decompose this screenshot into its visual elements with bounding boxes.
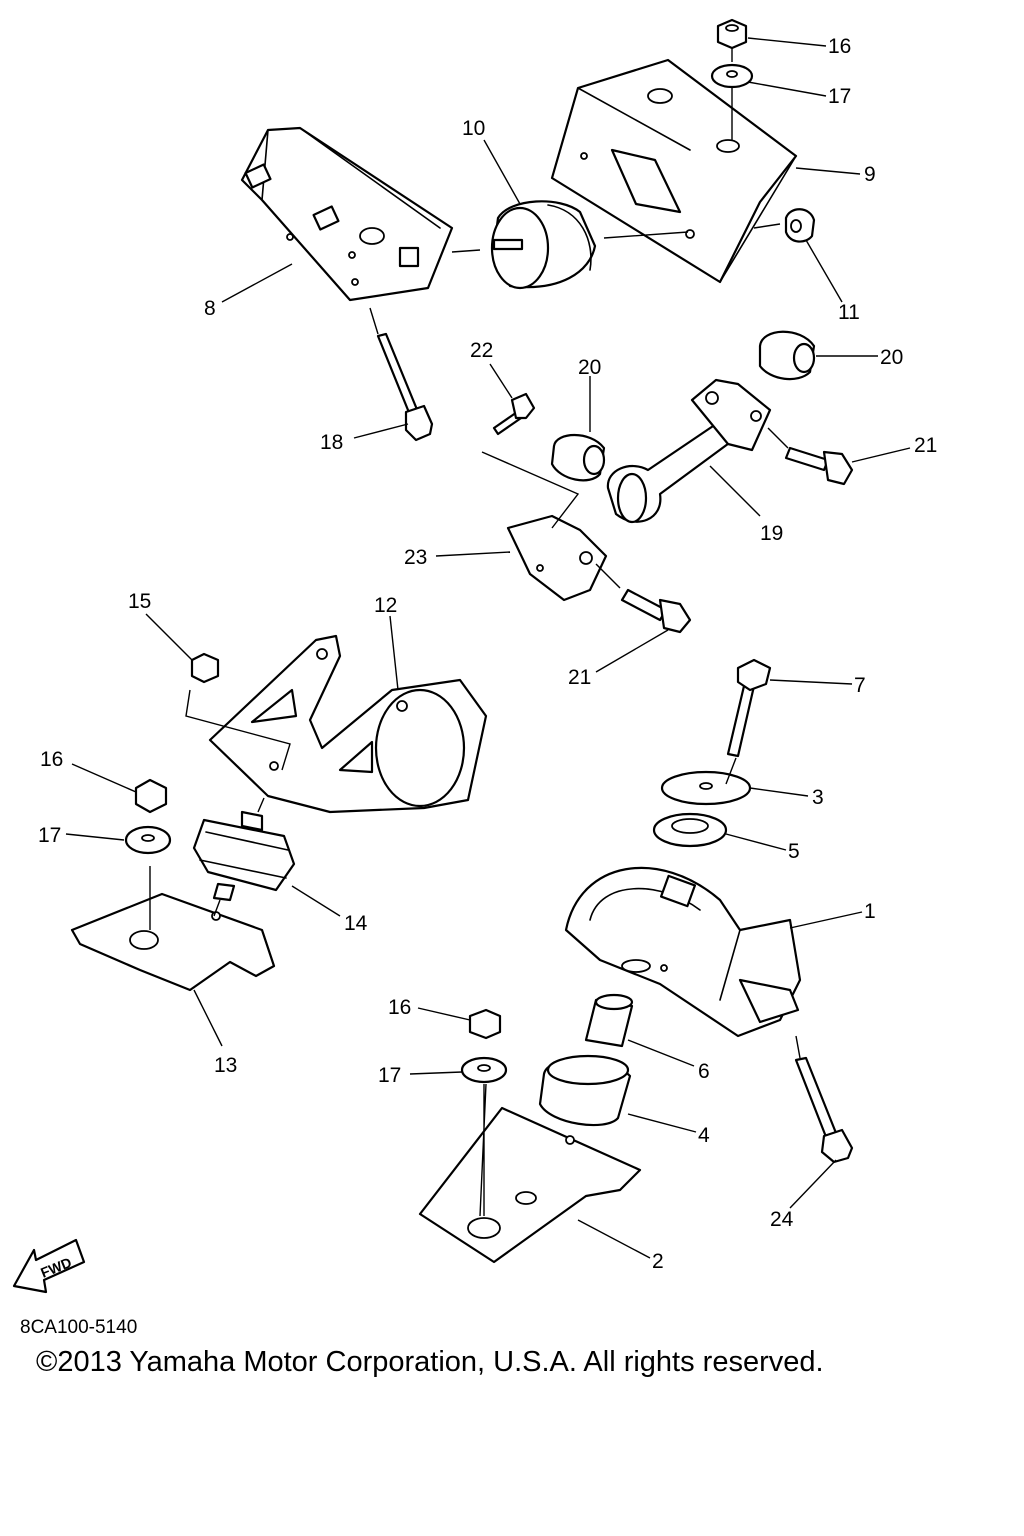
callout-12: 12 [374,594,397,617]
part-15-nut [190,652,220,684]
callout-labels: 16 17 9 10 11 8 18 22 20 20 21 19 23 21 … [38,35,937,1273]
part-12-plate [208,634,488,814]
part-22-bolt [492,392,536,436]
part-16-nut-left [134,778,168,814]
callout-10: 10 [462,117,485,140]
callout-2: 2 [652,1250,664,1273]
diagram-code: 8CA100-5140 [20,1317,138,1338]
part-5-washer [652,812,728,848]
part-7-bolt [726,658,772,758]
part-4-rubber [538,1054,632,1127]
callout-leaders [65,37,911,1259]
callout-20-left: 20 [578,356,601,379]
callout-19: 19 [760,522,783,545]
callout-15: 15 [128,590,151,613]
callout-6: 6 [698,1060,710,1083]
callout-18: 18 [320,431,343,454]
part-21-bolt-lower [620,588,692,634]
part-13-bracket [70,892,276,992]
assembly-lines [149,48,801,1217]
part-2-bracket [418,1106,642,1264]
callout-17-left: 17 [38,824,61,847]
fwd-arrow-icon: FWD [12,1238,86,1294]
copyright-notice: ©2013 Yamaha Motor Corporation, U.S.A. A… [36,1346,824,1378]
callout-16-left: 16 [40,748,63,771]
part-24-bolt [794,1056,854,1164]
callout-23: 23 [404,546,427,569]
part-11-nut [784,208,816,243]
part-21-bolt-upper [784,446,854,486]
callout-17: 17 [828,85,851,108]
part-20-bushing-left [550,434,606,482]
part-16-nut-lower [468,1008,502,1040]
part-20-bushing-right [758,330,816,381]
part-18-bolt [376,332,434,442]
part-10-rubber-mount [490,200,597,290]
part-17-washer-lower [460,1056,508,1084]
callout-4: 4 [698,1124,710,1147]
callout-24: 24 [770,1208,794,1231]
callout-14: 14 [344,912,368,935]
callout-3: 3 [812,786,824,809]
part-23-bracket [506,514,608,602]
callout-5: 5 [788,840,800,863]
part-8-bracket [240,126,454,302]
callout-21-lower: 21 [568,666,591,689]
callout-9: 9 [864,163,876,186]
part-6-collar [584,993,634,1048]
part-16-nut-top [716,18,748,50]
callout-16: 16 [828,35,851,58]
callout-11: 11 [838,301,860,324]
part-17-washer-top [710,63,754,89]
part-3-washer [660,770,752,806]
callout-16-lower: 16 [388,996,411,1019]
callout-13: 13 [214,1054,237,1077]
callout-17-lower: 17 [378,1064,401,1087]
callout-20-right: 20 [880,346,903,369]
callout-22: 22 [470,339,493,362]
callout-8: 8 [204,297,216,320]
callout-21-upper: 21 [914,434,937,457]
part-14-rubber-mount [192,810,296,902]
part-1-main-bracket [564,866,802,1038]
part-9-cover-plate [550,58,798,284]
part-17-washer-left [124,825,172,855]
callout-1: 1 [864,900,876,923]
callout-7: 7 [854,674,866,697]
part-19-link [606,378,772,524]
